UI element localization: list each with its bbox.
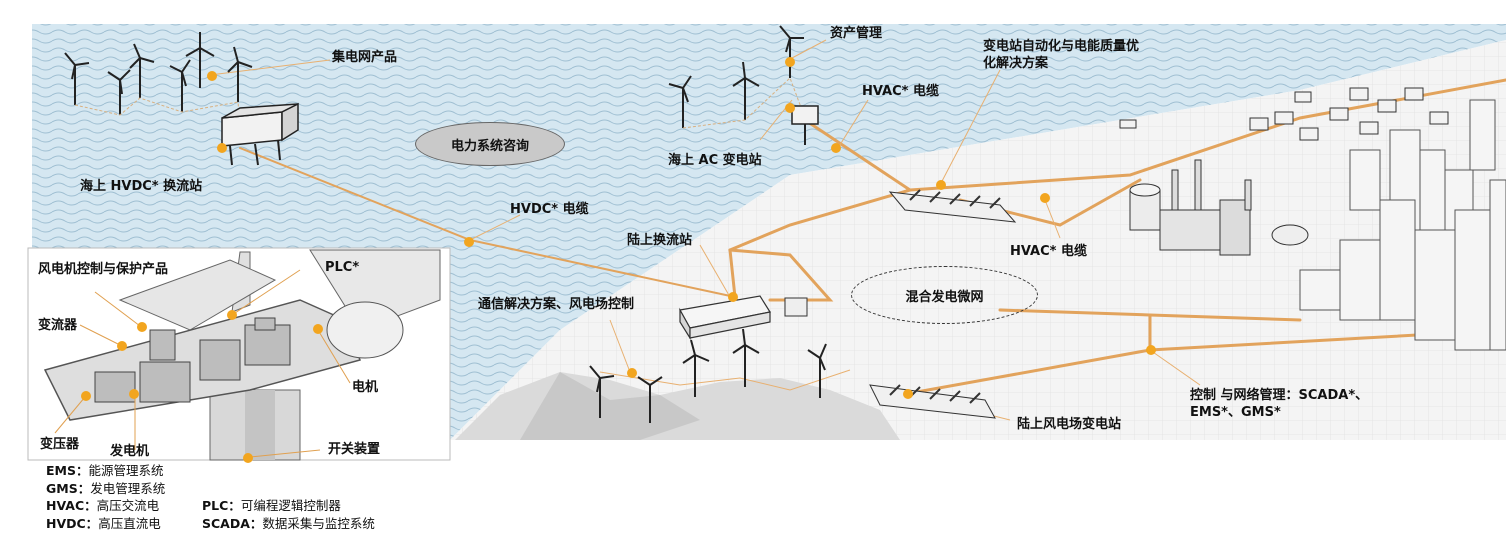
label-transformer: 变压器 [40, 437, 80, 452]
dot-hvac-mid [1040, 193, 1050, 203]
label-onshore-substation: 陆上风电场变电站 [1017, 417, 1122, 432]
label-control-network: 控制 与网络管理：SCADA*、EMS*、GMS* [1190, 388, 1369, 420]
dot-transformer [81, 391, 91, 401]
hybrid-microgrid-ellipse: 混合发电微网 [851, 266, 1038, 324]
label-offshore-ac: 海上 AC 变电站 [668, 153, 762, 168]
legend-text: 高压直流电 [98, 515, 161, 531]
legend-col2: SCADA：数据采集与监控系统 [202, 515, 375, 533]
label-onshore-converter: 陆上换流站 [627, 233, 693, 248]
legend-abbr: HVAC： [46, 498, 97, 513]
power-consulting-label: 电力系统咨询 [450, 138, 529, 154]
turbine-nacelle-inset [27, 247, 451, 461]
dot-hvac-top [831, 143, 841, 153]
label-hvac-cable-top: HVAC* 电缆 [862, 84, 939, 99]
legend-text: 高压交流电 [96, 498, 160, 513]
label-hvac-cable-mid: HVAC* 电缆 [1010, 244, 1087, 259]
label-collector: 集电网产品 [332, 50, 398, 65]
label-comm-solution: 通信解决方案、风电场控制 [478, 297, 635, 312]
legend-row: GMS：发电管理系统 [46, 480, 165, 498]
label-motor: 电机 [352, 380, 379, 395]
legend-text: 可编程逻辑控制器 [240, 498, 341, 513]
offshore-ac-substation [791, 105, 819, 145]
dot-turbine-ctrl [137, 322, 147, 332]
industrial-plant [1129, 159, 1309, 256]
dot-converter-inset [117, 341, 127, 351]
city-buildings [1299, 99, 1506, 351]
legend-abbr: GMS： [46, 480, 91, 496]
land-area [450, 40, 1506, 440]
dot-hvdc-station [217, 143, 227, 153]
dot-asset-2 [785, 103, 795, 113]
label-generator: 发电机 [110, 444, 150, 459]
legend-row: EMS：能源管理系统 [46, 462, 165, 480]
houses [1119, 87, 1449, 141]
legend-row: HVDC：高压直流电 SCADA：数据采集与监控系统 [46, 515, 375, 533]
power-consulting-ellipse: 电力系统咨询 [415, 122, 565, 166]
label-substation-auto: 变电站自动化与电能质量优化解决方案 [983, 39, 1140, 71]
legend-text: 数据采集与监控系统 [262, 515, 375, 531]
label-asset-mgmt: 资产管理 [830, 26, 883, 41]
label-offshore-hvdc: 海上 HVDC* 换流站 [80, 179, 203, 194]
dot-substation-auto [936, 180, 946, 190]
dot-control [1146, 345, 1156, 355]
abbreviation-legend: EMS：能源管理系统 GMS：发电管理系统 HVAC：高压交流电 PLC：可编程… [46, 462, 375, 533]
onshore-converter-building [679, 295, 808, 341]
marker-dots [81, 57, 1156, 463]
legend-abbr: PLC： [202, 498, 241, 513]
dot-generator [129, 389, 139, 399]
onshore-turbines [589, 328, 827, 423]
legend-abbr: SCADA： [202, 515, 263, 531]
dot-converter [728, 292, 738, 302]
legend-text: 发电管理系统 [90, 480, 166, 496]
dot-switchgear [243, 453, 253, 463]
dot-motor [313, 324, 323, 334]
label-converter: 变流器 [38, 318, 78, 333]
dot-hvdc-cable [464, 237, 474, 247]
converter-link [728, 188, 912, 252]
legend-abbr: EMS： [46, 463, 89, 478]
dot-collector [207, 71, 217, 81]
label-turbine-control: 风电机控制与保护产品 [38, 262, 169, 277]
dot-onshore-sub [903, 389, 913, 399]
label-plc: PLC* [325, 260, 360, 275]
offshore-hvdc-platform [221, 102, 299, 166]
legend-row: HVAC：高压交流电 PLC：可编程逻辑控制器 [46, 497, 341, 515]
dot-asset [785, 57, 795, 67]
legend-col2: PLC：可编程逻辑控制器 [202, 497, 341, 515]
hybrid-microgrid-label: 混合发电微网 [905, 289, 984, 305]
label-switchgear: 开关装置 [328, 442, 381, 457]
mountain-shade [520, 372, 700, 440]
substation-2 [869, 384, 996, 419]
hvac-cable-offshore [803, 118, 912, 192]
label-hvdc-cable: HVDC* 电缆 [510, 202, 589, 217]
substation-1 [888, 189, 1017, 223]
hvac-main [908, 78, 1506, 192]
dot-comm [627, 368, 637, 378]
dot-plc [227, 310, 237, 320]
offshore-turbines [64, 25, 804, 128]
legend-abbr: HVDC： [46, 515, 99, 531]
legend-text: 能源管理系统 [88, 463, 164, 478]
